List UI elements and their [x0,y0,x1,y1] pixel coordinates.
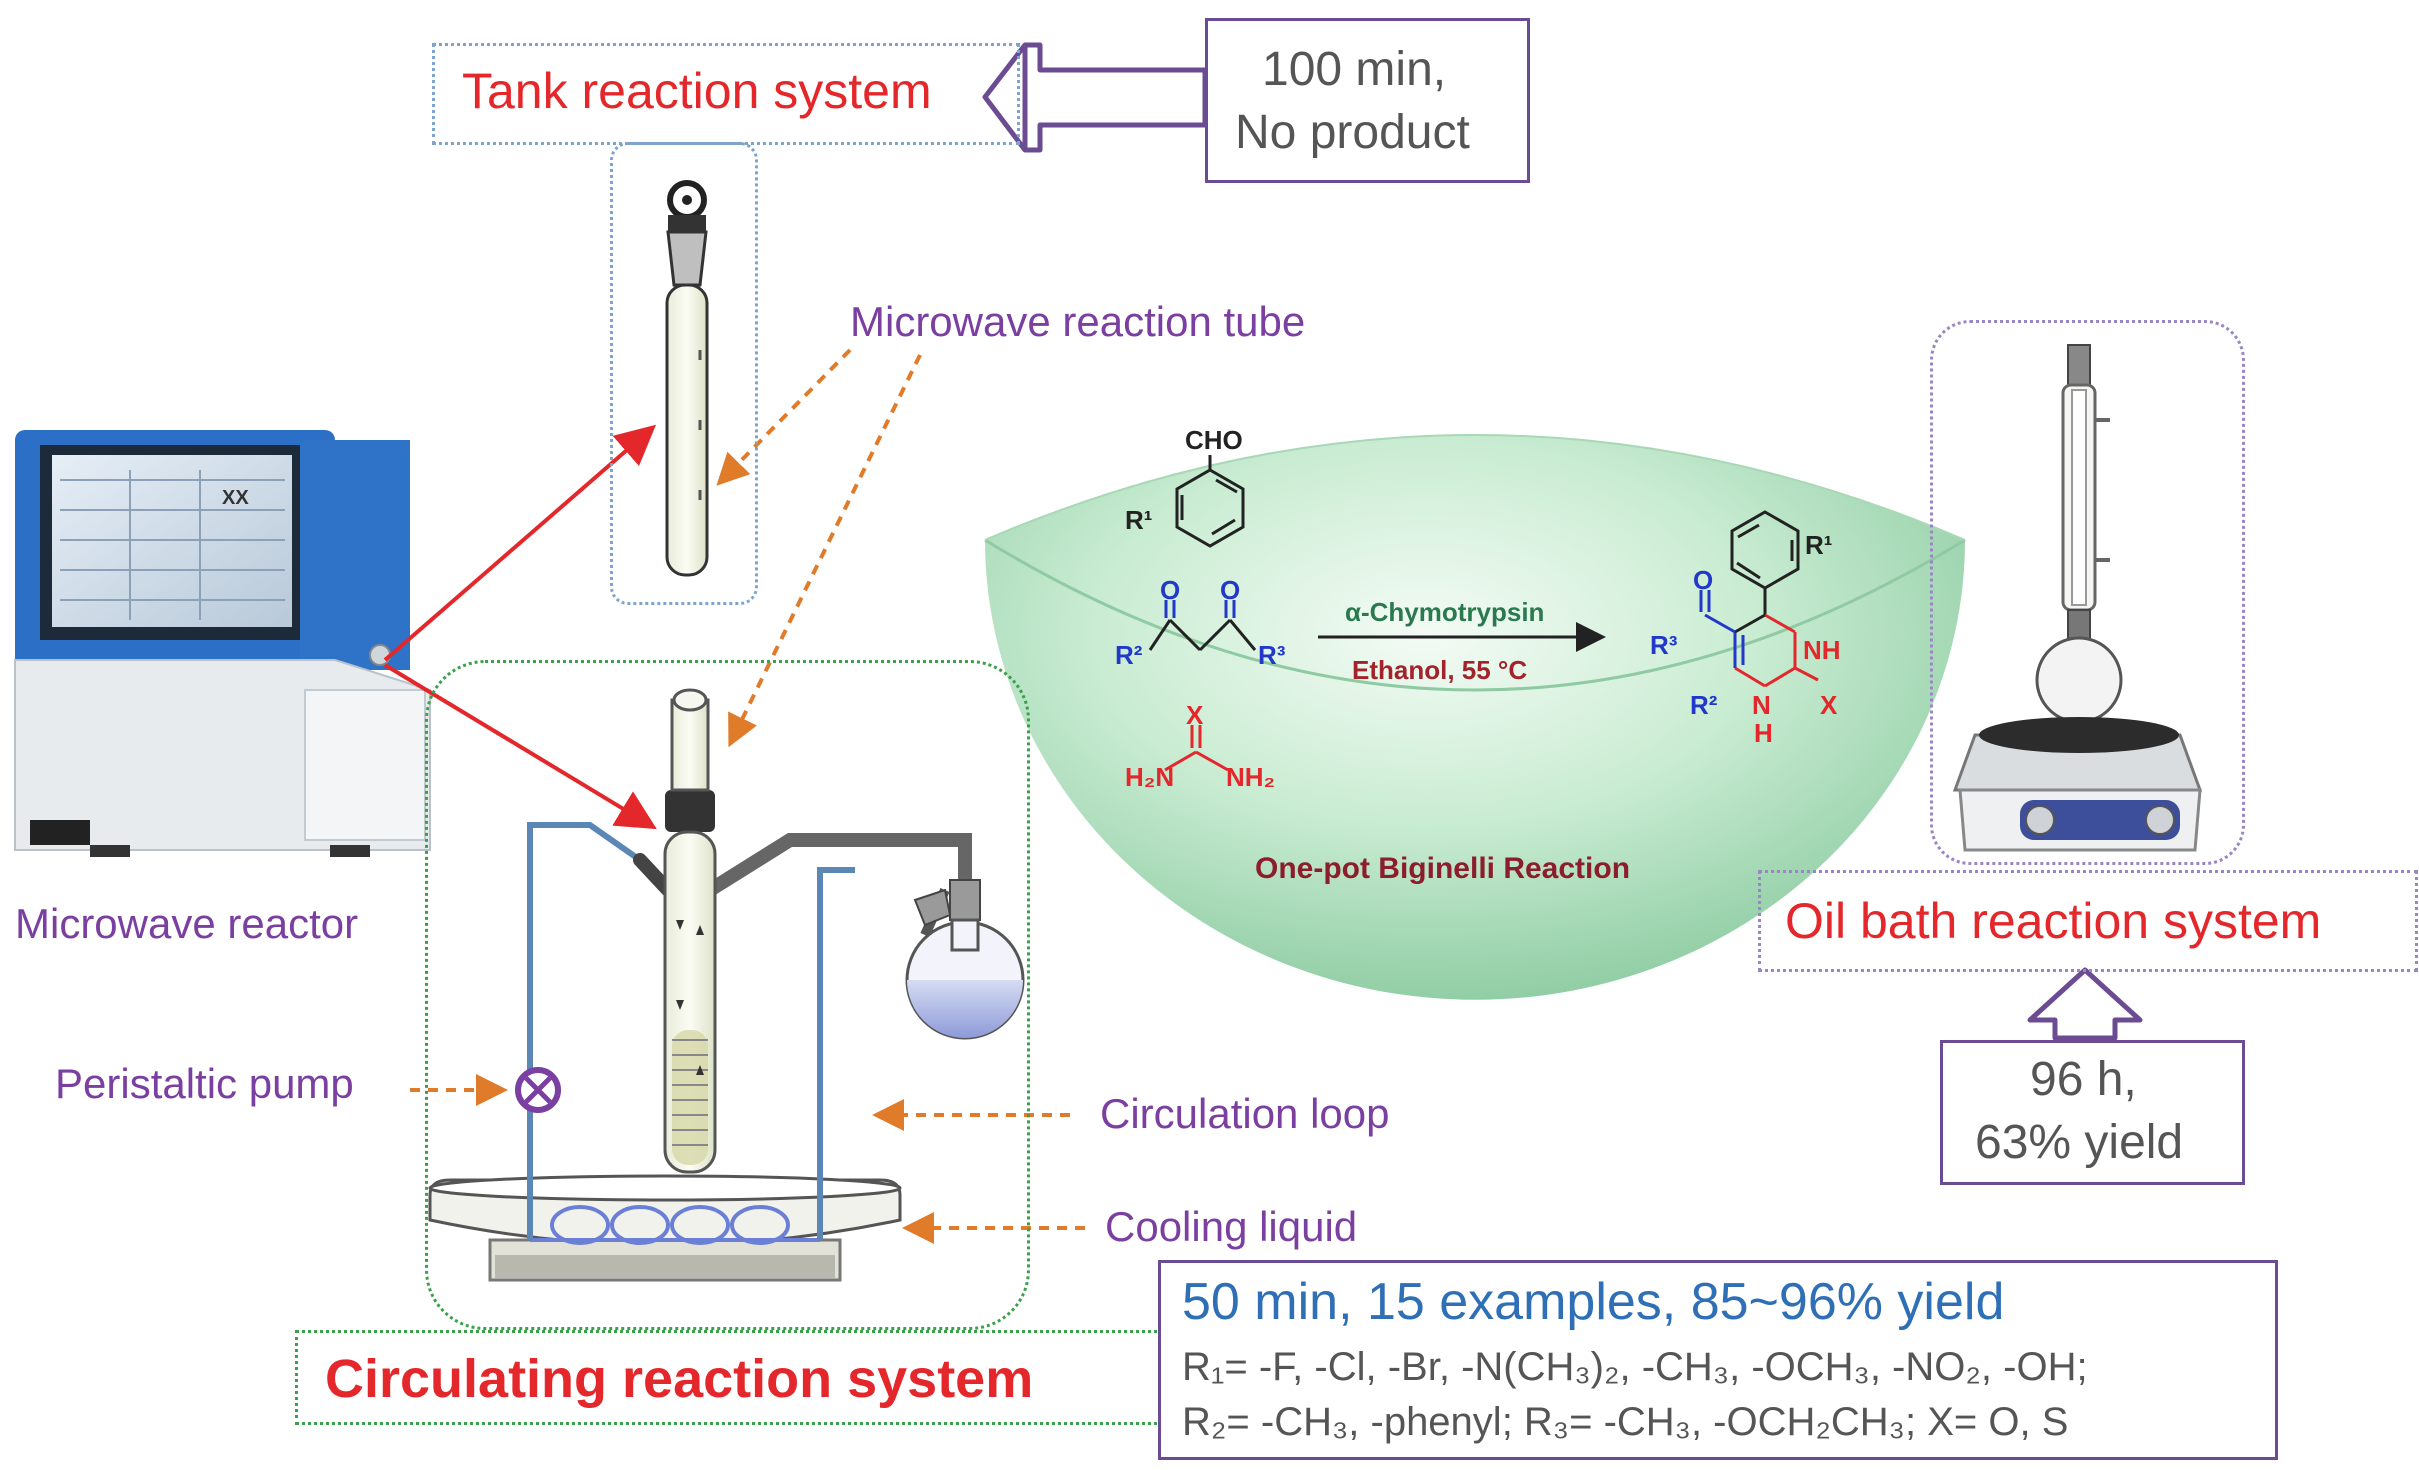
product-h: H [1754,718,1773,748]
product-r1: R¹ [1805,530,1833,560]
dhpm-product-structure [1699,510,1819,688]
tank-result-box [1205,18,1530,183]
oil-bath-title-box [1758,870,2418,972]
tank-system-title: Tank reaction system [462,63,932,119]
urea-h2n: H₂N [1125,762,1175,792]
product-o: O [1693,565,1714,595]
oil-bath-image-box [1930,320,2245,865]
cooling-liquid-label: Cooling liquid [1105,1203,1358,1250]
microwave-reactor-device [14,430,431,857]
reaction-name: One-pot Biginelli Reaction [1255,852,1631,885]
circulating-apparatus [428,688,1025,1282]
dicarbonyl-o-left: O [1160,575,1181,605]
red-arrow-to-tank [383,424,657,662]
arrow-to-oil-bath [2027,967,2143,1041]
microwave-tube-label: Microwave reaction tube [850,298,1306,345]
urea-nh2: NH₂ [1226,762,1276,792]
microwave-reactor-label: Microwave reactor [15,900,359,947]
urea-x: X [1186,700,1204,730]
dome-rim [984,538,1966,692]
reaction-dome [985,435,1965,1000]
oil-bath-result-box [1940,1040,2245,1185]
dicarbonyl-structure [1148,600,1257,652]
substituents-r1: R₁= -F, -Cl, -Br, -N(CH₃)₂, -CH₃, -OCH₃,… [1182,1345,2088,1389]
tank-result-line2: No product [1235,106,1470,159]
circulating-system-title: Circulating reaction system [325,1349,1034,1409]
circulating-result-box [1158,1260,2278,1460]
tank-result-line1: 100 min, [1262,43,1447,96]
oil-bath-system-title: Oil bath reaction system [1785,893,2322,949]
oil-bath-result-line1: 96 h, [2030,1053,2137,1106]
product-x: X [1820,690,1838,720]
reactant-r3: R³ [1258,640,1286,670]
oil-bath-apparatus [1952,344,2203,852]
product-r3: R³ [1650,630,1678,660]
circulation-loop-label: Circulation loop [1100,1090,1390,1137]
urea-structure [1164,725,1229,772]
reactant-r2: R² [1115,640,1143,670]
dicarbonyl-o-right: O [1220,575,1241,605]
microwave-tube-graphic [665,180,709,577]
peristaltic-pump-label: Peristaltic pump [55,1060,354,1107]
reactor-screen-readout: XX [222,487,249,509]
aldehyde-label: CHO [1185,425,1243,455]
benzaldehyde-structure [1175,455,1245,548]
circulating-image-box [425,660,1030,1330]
oil-bath-result-line2: 63% yield [1975,1116,2184,1169]
red-arrow-to-circulating [383,663,657,830]
reactant-r1: R¹ [1125,505,1153,535]
product-n: N [1752,690,1771,720]
conditions-label: Ethanol, 55 °C [1352,655,1528,685]
tank-image-box [610,142,758,605]
callout-tube-1 [716,348,852,486]
product-r2: R² [1690,690,1718,720]
circulating-result-headline: 50 min, 15 examples, 85~96% yield [1182,1273,2005,1331]
product-nh: NH [1803,635,1841,665]
substituents-r2-r3-x: R₂= -CH₃, -phenyl; R₃= -CH₃, -OCH₂CH₃; X… [1182,1400,2069,1444]
catalyst-label: α-Chymotrypsin [1345,597,1545,627]
